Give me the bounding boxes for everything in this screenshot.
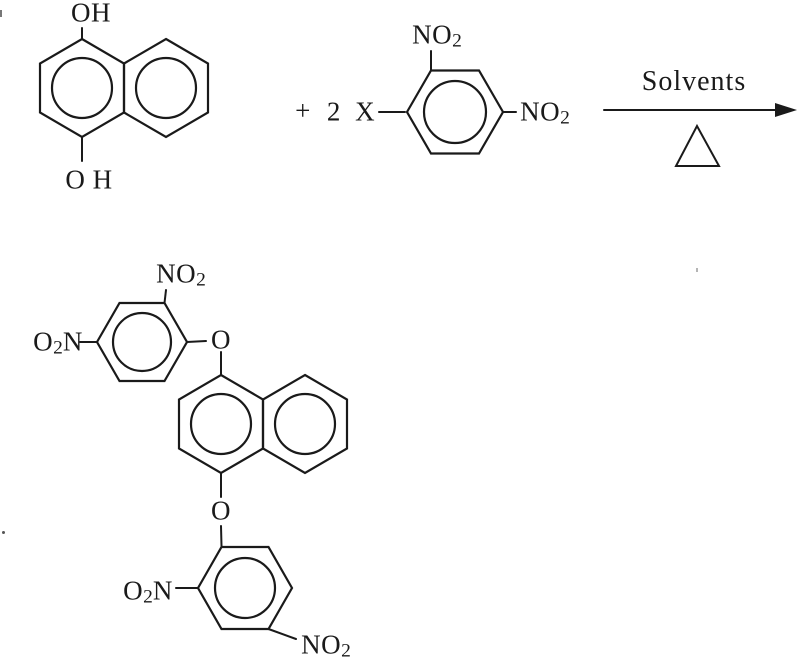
aromatic-circle [189,392,253,456]
stoichiometry-label: 2 X [326,96,376,127]
plus-operator: + [295,95,311,126]
label-product-o2n-top: O2N [33,326,83,359]
product-bottom-phenyl-ring [196,545,294,631]
bond-ether-o-bottom-to-phenyl [220,525,223,547]
label-product-no2-top: NO2 [156,258,206,291]
aromatic-circle [213,556,277,620]
aromatic-circle [111,311,173,373]
label-hydroxyl-bottom: O H [65,164,113,195]
reactant-naphthalenediol [38,27,210,162]
label-reagent-no2-right: NO2 [520,96,570,129]
aromatic-circle [273,392,337,456]
scan-speck [2,531,5,534]
label-product-o2n-bottom: O2N [123,575,173,608]
naphthalene-ring-right [122,37,210,139]
label-hydroxyl-top: OH [71,0,111,28]
label-reagent-no2-top: NO2 [412,19,462,52]
label-product-no2-bottom: NO2 [301,629,351,660]
scan-speck [696,268,698,272]
aromatic-circle [50,56,114,120]
bond-no2-ortho-top [163,289,167,304]
aromatic-circle [422,79,488,145]
arrow-head [775,103,797,117]
scan-speck [0,10,2,17]
benzene-ring [405,69,505,155]
arrow-label-solvents: Solvents [641,66,747,97]
product-naphthalene-ring-right [261,373,349,475]
label-ether-o-bottom: O [211,495,231,526]
reagent-dinitrobenzene [378,50,517,155]
aromatic-circle [134,56,198,120]
product-structure [79,289,349,640]
bond-to-ether-o-top [186,340,207,343]
heat-delta-icon [674,123,721,167]
label-ether-o-top: O [211,324,231,355]
product-top-phenyl-ring [95,301,189,383]
reaction-arrow [603,103,797,167]
bond-no2-para-bottom [267,628,297,640]
